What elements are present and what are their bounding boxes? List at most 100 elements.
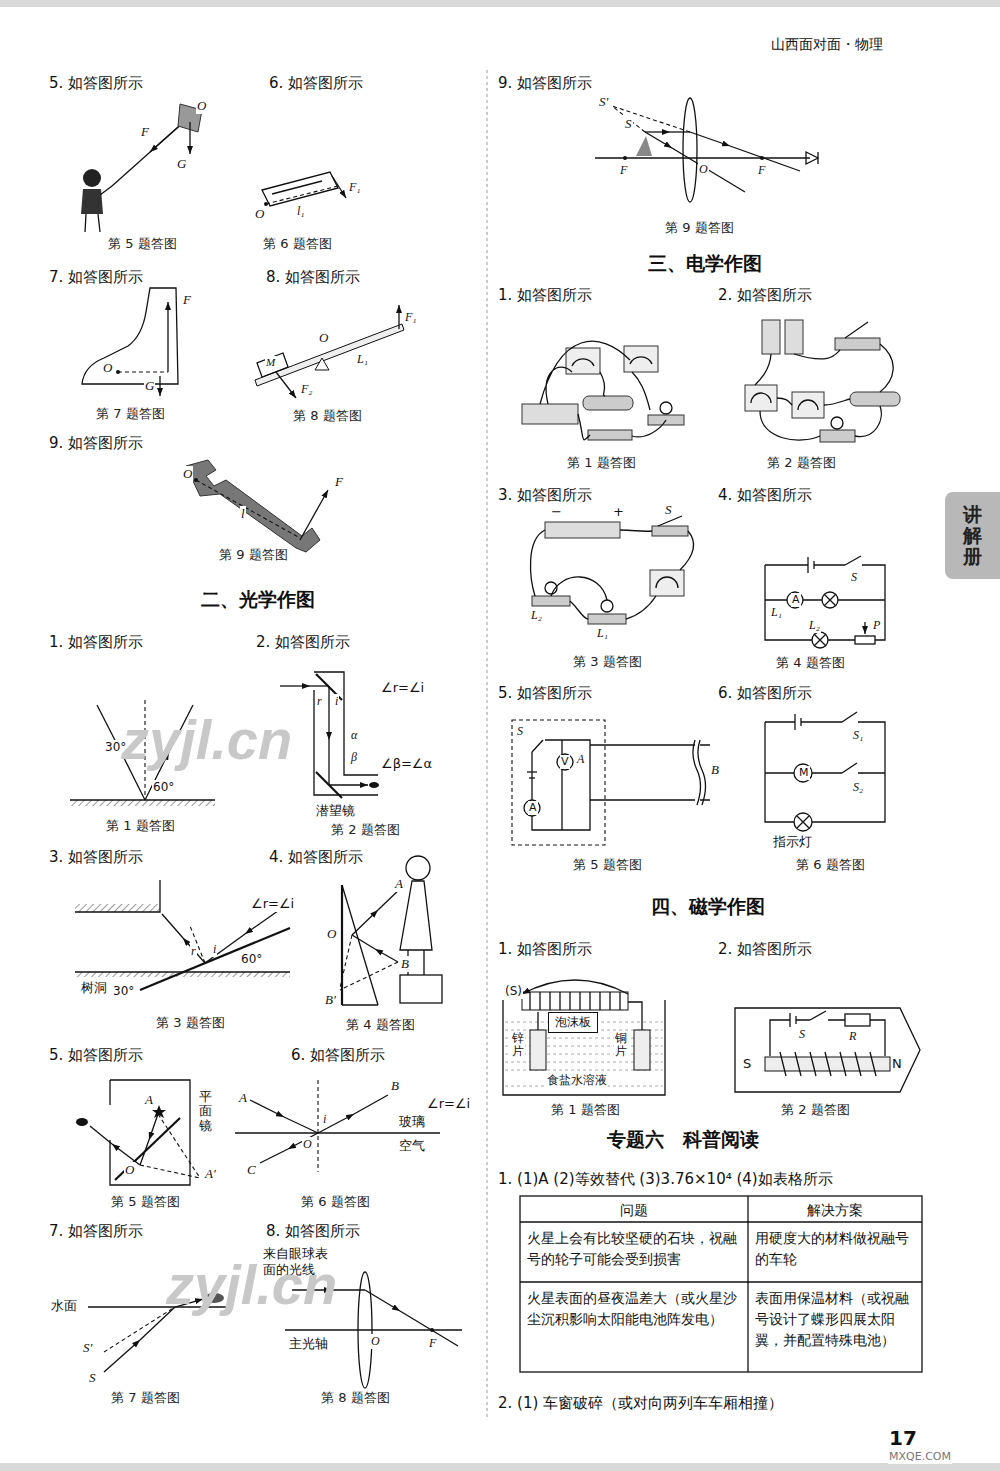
section-heading: 四、磁学作图 — [650, 895, 766, 919]
answer-text: 7. 如答图所示 — [48, 268, 144, 287]
circuit-schematic — [512, 720, 605, 845]
circuit-photo — [785, 320, 803, 354]
answer-text: 6. 如答图所示 — [290, 1046, 386, 1065]
lever-figure — [255, 324, 404, 386]
answer-text: 2. 如答图所示 — [717, 286, 813, 305]
foot-figure — [159, 376, 160, 396]
symbol-label: O — [698, 162, 709, 177]
circuit-photo — [588, 430, 632, 440]
figure-caption: 第 2 题答图 — [766, 455, 837, 471]
circuit-schematic — [532, 740, 543, 752]
circuit-photo — [522, 404, 578, 424]
figure-label: ∠β=∠α — [380, 756, 433, 772]
periscope-figure — [328, 686, 329, 740]
lens-figure — [365, 1290, 400, 1311]
symbol-label: l — [240, 506, 246, 522]
section-heading: 专题六 科普阅读 — [606, 1128, 760, 1152]
figure-label: ∠r=∠i — [250, 896, 295, 912]
symbol-label: O — [102, 360, 113, 376]
circuit-photo — [792, 392, 824, 418]
symbol-label: F₂ — [300, 382, 314, 397]
wrench-figure — [186, 460, 320, 552]
symbol-label: A — [394, 876, 404, 892]
circuit-schematic — [693, 740, 706, 805]
circuit-photo — [583, 396, 633, 410]
answer-text: 4. 如答图所示 — [717, 486, 813, 505]
symbol-label: S — [88, 1370, 97, 1386]
symbol-label: A' — [204, 1166, 217, 1182]
tree-hole-figure — [190, 926, 205, 963]
symbol-label: S' — [598, 94, 609, 110]
answer-text: 5. 如答图所示 — [497, 684, 593, 703]
circuit-photo — [531, 516, 694, 624]
answer-text: 2. 如答图所示 — [717, 940, 813, 959]
mirror-box-figure — [90, 1126, 112, 1144]
convex-lens-figure — [595, 98, 818, 202]
symbol-label: F₁ — [348, 180, 362, 195]
circuit-schematic — [557, 754, 573, 770]
figure-label: 铜片 — [614, 1032, 628, 1058]
symbol-label: B — [390, 1078, 400, 1094]
column-divider — [487, 70, 488, 1420]
figure-label: + — [612, 504, 625, 520]
mirror-box-figure — [140, 1140, 149, 1165]
refraction-figure — [250, 1100, 284, 1117]
lens-figure — [285, 1329, 462, 1330]
figure-caption: 第 7 题答图 — [95, 406, 166, 422]
tree-hole-figure — [205, 934, 245, 963]
convex-lens-figure — [623, 156, 627, 160]
convex-lens-figure — [683, 98, 697, 202]
symbol-label: i — [322, 1112, 327, 1127]
symbol-label: B — [710, 762, 720, 778]
circuit-photo — [532, 596, 570, 606]
answer-text: 4. 如答图所示 — [268, 848, 364, 867]
symbol-label: S₁ — [852, 728, 864, 743]
symbol-label: P — [872, 618, 881, 633]
table-grid — [520, 1221, 922, 1222]
periscope-figure — [369, 782, 379, 788]
periscope-figure — [310, 685, 329, 686]
kite-figure — [81, 104, 202, 232]
refraction-figure — [317, 1080, 318, 1172]
kite-figure — [83, 169, 101, 187]
figure-label: V — [560, 755, 570, 769]
answer-text: 5. 如答图所示 — [48, 74, 144, 93]
lever-figure — [257, 353, 288, 377]
answer-text: 1. 如答图所示 — [48, 633, 144, 652]
figure-caption: 第 9 题答图 — [664, 220, 735, 236]
circuit-photo — [566, 348, 600, 374]
table-grid — [520, 1281, 922, 1282]
circuit-schematic — [765, 722, 885, 822]
circuit-photo — [835, 338, 880, 350]
symbol-label: F — [757, 163, 766, 178]
answer-text: 7. 如答图所示 — [48, 1222, 144, 1241]
figure-label: 空气 — [398, 1138, 426, 1154]
circuit-photo — [572, 359, 594, 366]
symbol-label: S — [624, 116, 633, 132]
answer-text: 9. 如答图所示 — [48, 434, 144, 453]
symbol-label: F — [619, 163, 628, 178]
figure-label: 树洞 — [80, 980, 108, 996]
mirror-person-figure — [342, 1004, 378, 1005]
figure-caption: 第 3 题答图 — [155, 1015, 226, 1031]
section-heading: 二、光学作图 — [200, 588, 316, 612]
circuit-photo — [831, 417, 843, 429]
answer-text: 2. (1) 车窗破碎（或对向两列车车厢相撞） — [497, 1394, 784, 1413]
circuit-photo — [650, 570, 684, 596]
circuit-schematic — [765, 556, 885, 648]
symbol-label: O — [326, 926, 337, 942]
table-cell: 火星表面的昼夜温差大（或火星沙尘沉积影响太阳能电池阵发电） — [526, 1288, 742, 1330]
tree-hole-figure — [75, 904, 160, 912]
convex-lens-figure — [690, 132, 730, 146]
electrolysis-figure — [503, 1000, 665, 1095]
symbol-label: F — [140, 124, 150, 140]
drawer-figure — [266, 186, 338, 204]
symbol-label: S — [664, 502, 673, 518]
symbol-label: A — [238, 1090, 248, 1106]
circuit-photo — [540, 341, 666, 440]
answer-text: 2. 如答图所示 — [255, 633, 351, 652]
symbol-label: O — [182, 466, 193, 482]
circuit-schematic — [814, 634, 826, 646]
watermark: zyjl.cn — [120, 705, 293, 775]
kite-figure — [81, 189, 103, 214]
